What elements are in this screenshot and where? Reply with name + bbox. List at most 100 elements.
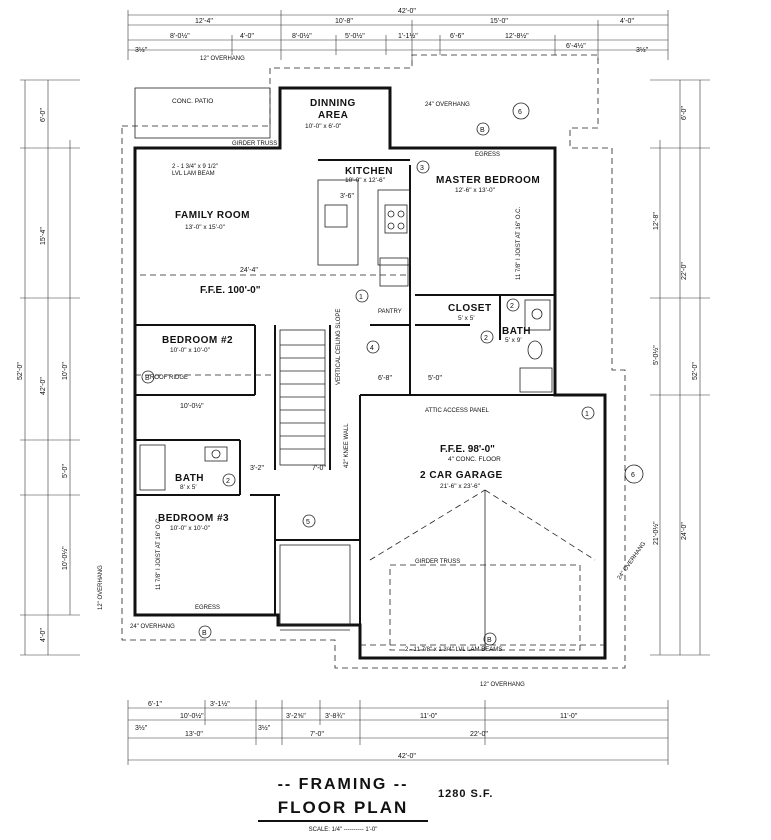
dim-overall-bottom: 42'-0" xyxy=(398,753,416,760)
dim-left-3: 10'-0" xyxy=(62,362,69,380)
exterior-walls xyxy=(133,86,607,660)
garage-ffe: F.F.E. 98'-0" xyxy=(440,444,495,455)
dim-left-1: 6'-0" xyxy=(40,108,47,122)
bedroom3-name: BEDROOM #3 xyxy=(158,513,229,524)
dim-right-4: 5'-0½" xyxy=(652,345,660,365)
right-dimensions: 52'-0" 6'-0" 12'-8" 22'-0" 5'-0½" 21'-0½… xyxy=(650,79,710,656)
kitchen-dim: 3'-6" xyxy=(340,193,354,200)
attic-note: ATTIC ACCESS PANEL xyxy=(425,408,489,414)
dim-bot2-2: 3'-2⅝" xyxy=(286,713,306,720)
overhang-note-bottom-left: 24" OVERHANG xyxy=(130,624,175,630)
interior-dims: 10'-0½" 3'-2" 7'-0" 5'-0" 6'-8" xyxy=(180,375,442,472)
kitchen-name: KITCHEN xyxy=(345,166,393,177)
marker-4-hall: 4 xyxy=(370,345,374,352)
marker-2-bath-small: 2 xyxy=(226,478,230,485)
marker-b-garage: B xyxy=(487,637,492,644)
bedroom2-size: 10'-0" x 10'-0" xyxy=(170,347,211,354)
girder-truss-garage: GIRDER TRUSS xyxy=(415,559,460,565)
dim-bot-2: 7'-0" xyxy=(310,731,324,738)
bath-size: 8' x 5' xyxy=(180,484,197,491)
garage-details xyxy=(360,489,605,651)
dim-left-4: 5'-0" xyxy=(62,464,69,478)
title-block: -- FRAMING -- FLOOR PLAN 1280 S.F. SCALE… xyxy=(0,770,771,840)
master-name: MASTER BEDROOM xyxy=(436,175,540,186)
garage-beam-note: 2 - 11 7/8" x 1 3/4" LVL LAM BEAMS xyxy=(405,647,502,653)
family-room-name: FAMILY ROOM xyxy=(175,210,250,221)
dim-top-2: 10'-8" xyxy=(335,18,353,25)
dim-bot-3: 22'-0" xyxy=(470,731,488,738)
knee-wall-note: 42" KNEE WALL xyxy=(344,423,350,468)
dim-top2-8: 6'-4½" xyxy=(566,42,586,50)
kitchen-size: 10'-0" x 12'-6" xyxy=(345,177,386,184)
dim-right-1: 6'-0" xyxy=(681,106,688,120)
garage-size: 21'-6" x 23'-6" xyxy=(440,483,481,490)
patio-label: CONC. PATIO xyxy=(172,98,213,105)
marker-b-bottom: B xyxy=(202,630,207,637)
bottom-dimensions: 6'-1" 3'-1½" 10'-0½" 3'-2⅝" 3'-8¾" 11'-0… xyxy=(127,700,669,765)
lvl-beam-2: LVL LAM BEAM xyxy=(172,171,215,177)
dining-size: 10'-0" x 6'-0" xyxy=(305,123,342,130)
dim-bot3-1: 6'-1" xyxy=(148,701,162,708)
lvl-beam-1: 2 - 1 3/4" x 9 1/2" xyxy=(172,164,218,170)
dim-left-total: 52'-0" xyxy=(17,362,24,380)
mid-dim-2: 3'-2" xyxy=(250,465,264,472)
dim-top2-7: 12'-8½" xyxy=(505,32,529,40)
closet-size: 5' x 5' xyxy=(458,315,475,322)
dim-right-3: 22'-0" xyxy=(681,262,688,280)
title-line-2: FLOOR PLAN xyxy=(258,798,428,822)
dim-right-5: 21'-0½" xyxy=(652,521,660,545)
dim-sm-top-right: 3½" xyxy=(636,46,649,54)
bath-fixtures xyxy=(139,299,553,491)
plan-markers: 3 1 2 2 4 2 5 1 B B B B 6 6 xyxy=(141,102,644,646)
dining-name-1: DINNING xyxy=(310,98,356,109)
dim-left-6: 4'-0" xyxy=(40,628,47,642)
dim-right-total: 52'-0" xyxy=(692,362,699,380)
dim-left-5: 10'-0½" xyxy=(61,546,69,570)
egress-master: EGRESS xyxy=(475,152,500,158)
marker-b-left: B xyxy=(145,375,150,382)
master-bath-name: BATH xyxy=(502,326,531,337)
bath-name: BATH xyxy=(175,473,204,484)
dim-bot3-2: 3'-1½" xyxy=(210,700,230,708)
dim-left-7: 42'-0" xyxy=(40,377,47,395)
master-bath-size: 5' x 9' xyxy=(505,337,522,344)
kitchen-cabinets xyxy=(317,179,411,287)
dim-top-4: 4'-0" xyxy=(620,18,634,25)
dim-sm-top-left: 3½" xyxy=(135,46,148,54)
title-line-1: -- FRAMING -- xyxy=(277,776,409,793)
marker-3-master: 3 xyxy=(420,165,424,172)
girder-truss-top: GIRDER TRUSS xyxy=(232,141,277,147)
bedroom3-size: 10'-0" x 10'-0" xyxy=(170,525,211,532)
marker-5: 5 xyxy=(306,519,310,526)
dim-top2-6: 6'-6" xyxy=(450,33,464,40)
dim-top-3: 15'-0" xyxy=(490,18,508,25)
overhang-note-right: 24" OVERHANG xyxy=(617,541,648,581)
marker-2-closet: 2 xyxy=(484,335,488,342)
dim-right-6: 24'-0" xyxy=(681,522,688,540)
dim-left-2: 15'-4" xyxy=(40,227,47,245)
square-footage: 1280 S.F. xyxy=(438,788,494,800)
master-size: 12'-6" x 13'-0" xyxy=(455,187,496,194)
dim-bot2-5: 11'-0" xyxy=(560,713,578,720)
dim-top2-4: 5'-0½" xyxy=(345,32,365,40)
dining-name-2: AREA xyxy=(318,110,348,121)
roof-overhang-outline xyxy=(121,54,626,669)
vertical-ceiling-note: VERTICAL CEILING SLOPE xyxy=(336,309,342,385)
marker-b-top: B xyxy=(480,127,485,134)
mid-dim-3: 7'-0" xyxy=(312,465,326,472)
marker-1-pantry: 1 xyxy=(359,294,363,301)
roof-ridge-note: ROOF RIDGE xyxy=(150,375,188,381)
main-ffe: F.F.E. 100'-0" xyxy=(200,285,261,296)
mid-dim-5: 6'-8" xyxy=(378,375,392,382)
dim-overall-top: 42'-0" xyxy=(398,8,416,15)
dim-bot2-4: 11'-0" xyxy=(420,713,438,720)
stairs xyxy=(279,329,351,631)
bedroom2-name: BEDROOM #2 xyxy=(162,335,233,346)
marker-1-garage: 1 xyxy=(585,411,589,418)
dim-top2-1: 8'-0½" xyxy=(170,32,190,40)
dim-top2-3: 8'-0½" xyxy=(292,32,312,40)
egress-bedroom3: EGRESS xyxy=(195,605,220,611)
left-dimensions: 52'-0" 6'-0" 15'-4" 42'-0" 10'-0" 5'-0" … xyxy=(17,79,80,656)
dim-top2-2: 4'-0" xyxy=(240,33,254,40)
